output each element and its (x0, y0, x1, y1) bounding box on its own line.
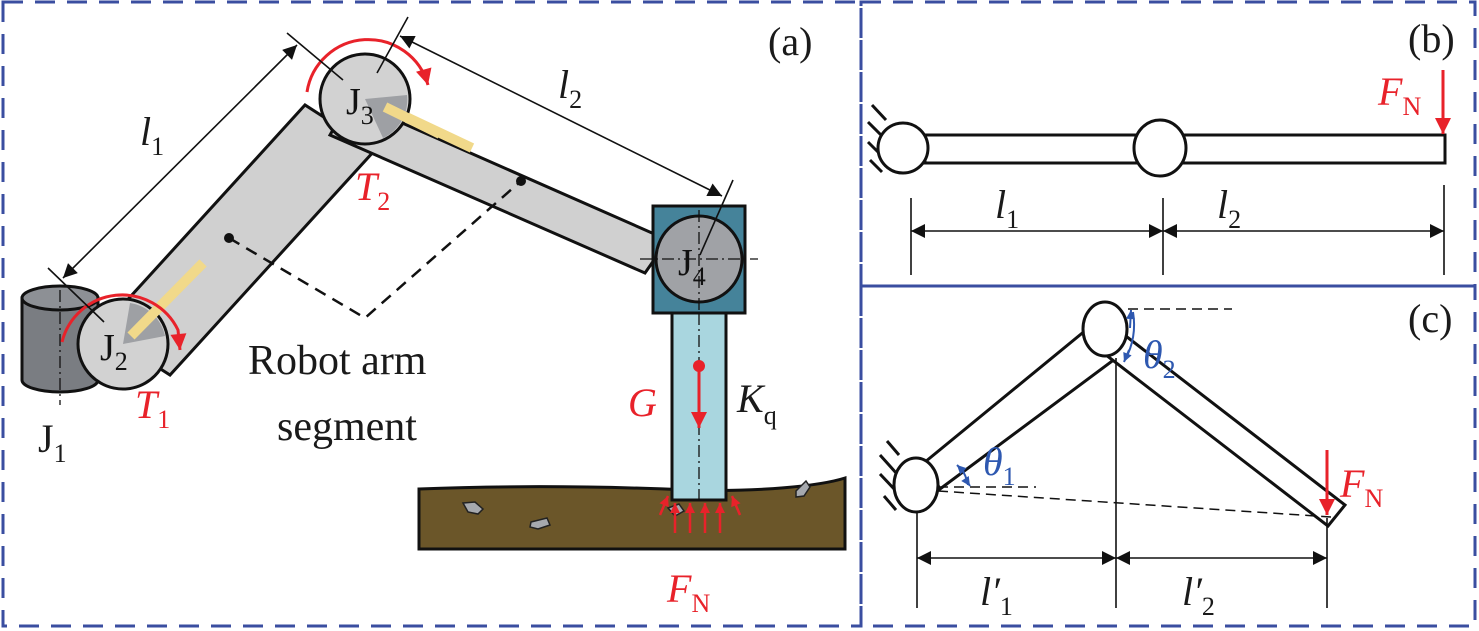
dimension-l2 (376, 16, 734, 256)
length-c-l2p-label: l′2 (1182, 569, 1215, 621)
joint-b-2 (1132, 118, 1188, 178)
theta2-label: θ2 (1143, 332, 1176, 384)
caption-line-2: segment (277, 404, 417, 450)
panel-b-label: (b) (1408, 16, 1455, 61)
torque-t2-label: T2 (355, 164, 390, 216)
panel-b-border (859, 0, 1477, 288)
length-b-l1-label: l1 (995, 182, 1019, 234)
reaction-force-arrows (658, 495, 742, 533)
panel-a: (a) J2 (20, 16, 847, 618)
normal-force-label-c: FN (1339, 461, 1383, 513)
dimension-b (910, 185, 1445, 275)
length-l2-label: l2 (558, 62, 582, 114)
panel-b: (b) FN l1 l2 (866, 16, 1455, 275)
panel-c-border (859, 284, 1477, 628)
normal-force-label-b: FN (1377, 69, 1421, 121)
panel-c-label: (c) (1408, 296, 1452, 341)
beam-b-link-1 (923, 133, 1142, 165)
panel-a-label: (a) (768, 19, 812, 64)
base-cylinder (20, 284, 100, 405)
length-l1-label: l1 (140, 109, 164, 161)
normal-force-label-a: FN (666, 566, 710, 618)
panel-a-border (1, 0, 863, 628)
stiffness-label: Kq (736, 376, 777, 430)
gravity-label: G (628, 380, 657, 425)
svg-text:J4: J4 (678, 242, 706, 291)
svg-text:J2: J2 (100, 327, 128, 376)
torque-t1-arrow (60, 293, 187, 351)
joint-c-2 (1081, 300, 1129, 358)
dimension-l1 (47, 32, 344, 323)
ground (417, 475, 847, 551)
svg-text:J3: J3 (346, 81, 374, 130)
panel-c: (c) θ2 θ1 FN l′1 l′2 (878, 296, 1452, 621)
joint-b-1 (876, 121, 930, 175)
length-c-l1p-label: l′1 (980, 569, 1013, 621)
beam-c-link-2 (1090, 328, 1348, 529)
joint-j4: J4 (640, 204, 758, 500)
joint-j1-label: J1 (38, 416, 67, 468)
beam-b-link-2 (1168, 133, 1447, 165)
joint-c-1 (892, 456, 940, 514)
gravity-arrow (691, 360, 707, 428)
length-b-l2-label: l2 (1217, 182, 1241, 234)
torque-t1-label: T1 (135, 382, 170, 434)
dimension-c (916, 358, 1328, 608)
theta1-label: θ1 (983, 439, 1016, 491)
caption-line-1: Robot arm (248, 338, 427, 384)
